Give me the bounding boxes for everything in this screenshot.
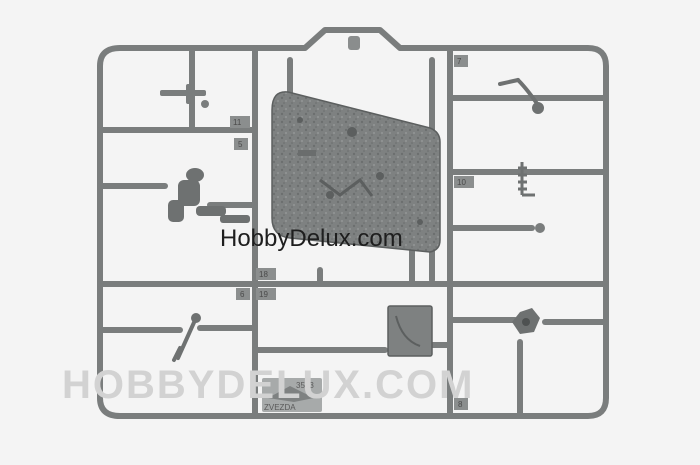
knob-part bbox=[512, 308, 540, 334]
label-7: 7 bbox=[457, 57, 462, 66]
label-18: 18 bbox=[259, 270, 268, 279]
ammo-box-part bbox=[387, 305, 433, 357]
label-5: 5 bbox=[238, 140, 243, 149]
label-11: 11 bbox=[233, 118, 242, 127]
ramrod-part bbox=[475, 223, 545, 233]
label-6: 6 bbox=[240, 290, 245, 299]
label-8: 8 bbox=[458, 400, 463, 409]
label-10: 10 bbox=[457, 178, 466, 187]
soldier-figure-part bbox=[168, 168, 250, 223]
watermark-faint: HOBBYDELUX.COM bbox=[62, 363, 474, 407]
pliers-tool-part bbox=[498, 78, 544, 114]
rifle-part bbox=[172, 313, 201, 362]
logo-brand: ZVEZDA bbox=[264, 403, 296, 412]
textured-panel-part bbox=[271, 91, 441, 253]
logo-code: 3513 bbox=[296, 381, 314, 390]
top-gate-tab bbox=[348, 36, 360, 50]
spring-coil-part bbox=[518, 162, 535, 197]
watermark-main: HobbyDelux.com bbox=[220, 225, 403, 252]
manufacturer-logo: ZVEZDA 3513 bbox=[262, 378, 322, 412]
small-lever-part bbox=[160, 84, 209, 108]
sprue-number-labels: 7 11 5 10 18 6 19 8 bbox=[230, 55, 474, 410]
label-19: 19 bbox=[259, 290, 268, 299]
